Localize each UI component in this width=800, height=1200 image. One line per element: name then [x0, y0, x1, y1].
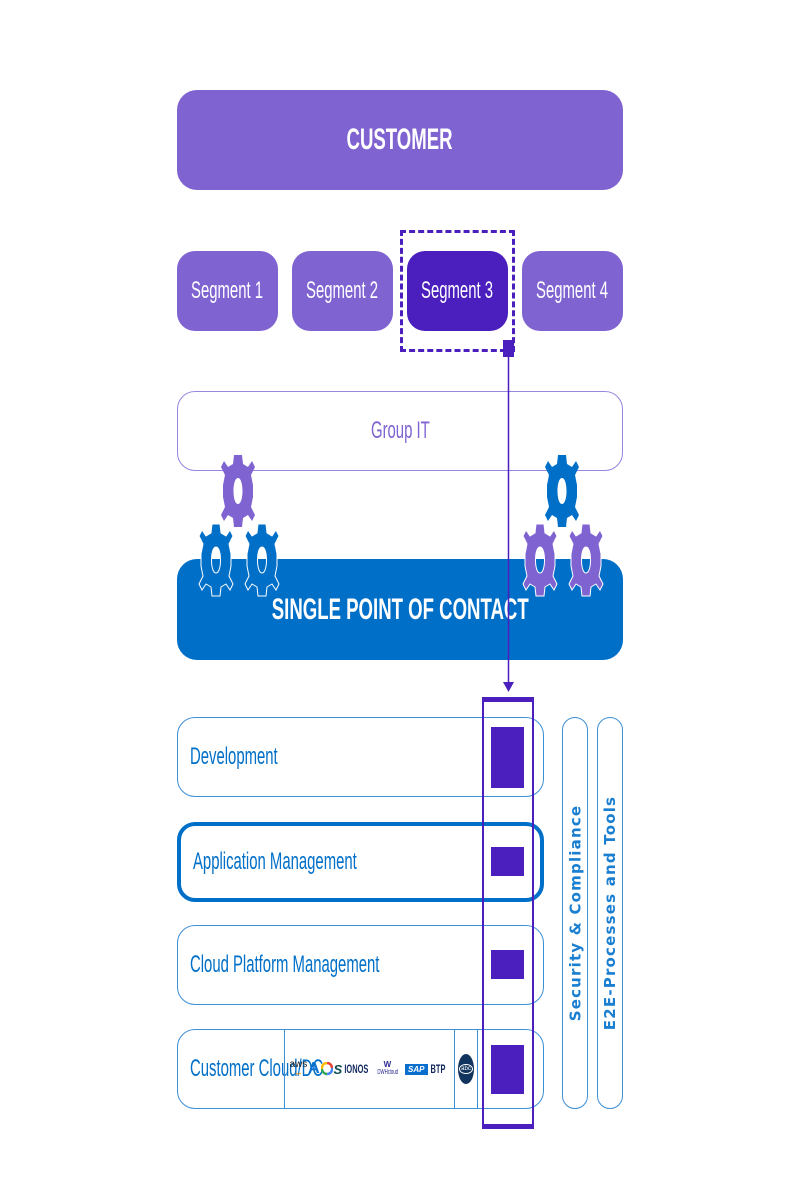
- stackit-logo-icon: S: [333, 1061, 343, 1077]
- segment-selection-frame: [400, 230, 515, 352]
- ionos-logo-icon: IONOS: [344, 1062, 369, 1076]
- segment-1[interactable]: Segment 1: [177, 251, 278, 331]
- segment-label: Segment 1: [191, 277, 264, 304]
- layer-label: Application Management: [193, 848, 357, 875]
- aws-logo-icon: aws⌣: [289, 1059, 308, 1079]
- focus-column-top-bar: [482, 697, 534, 702]
- segment-label: Segment 3: [421, 277, 494, 304]
- segment-4[interactable]: Segment 4: [522, 251, 623, 331]
- layer-label: Development: [190, 743, 278, 770]
- arrowhead-icon: [503, 682, 514, 692]
- layer-label: Cloud Platform Management: [190, 951, 380, 978]
- customer-cloud-marker: [491, 1045, 524, 1094]
- pillar-security-compliance: Security & Compliance: [562, 717, 588, 1109]
- group-it-label: Group IT: [370, 417, 430, 444]
- google-cloud-logo-icon: [320, 1062, 333, 1076]
- focus-column-bottom-bar: [482, 1124, 534, 1129]
- abc-logo-icon: abc: [458, 1054, 474, 1084]
- group-it-block: Group IT: [177, 391, 623, 471]
- pillar-e2e-processes-tools: E2E-Processes and Tools: [597, 717, 623, 1109]
- sap-btp-logo-icon: SAP BTP: [405, 1062, 449, 1076]
- customer-block: CUSTOMER: [177, 90, 623, 190]
- customer-label: CUSTOMER: [346, 123, 454, 156]
- segment-label: Segment 2: [306, 277, 379, 304]
- segment-3[interactable]: Segment 3: [407, 251, 508, 331]
- segment-2[interactable]: Segment 2: [292, 251, 393, 331]
- development-marker: [491, 727, 524, 788]
- pillar-label: E2E-Processes and Tools: [601, 795, 620, 1031]
- pillar-label: Security & Compliance: [566, 804, 584, 1022]
- azure-logo-icon: A: [308, 1060, 320, 1077]
- segment-label: Segment 4: [536, 277, 609, 304]
- cloud-platform-management-marker: [491, 950, 524, 979]
- layer-label: Customer Cloud/DC: [190, 1055, 324, 1082]
- connector-handle: [503, 340, 514, 357]
- abc-cell: abc: [454, 1029, 478, 1109]
- spoc-label: SINGLE POINT OF CONTACT: [271, 592, 529, 626]
- application-management-marker: [491, 847, 524, 876]
